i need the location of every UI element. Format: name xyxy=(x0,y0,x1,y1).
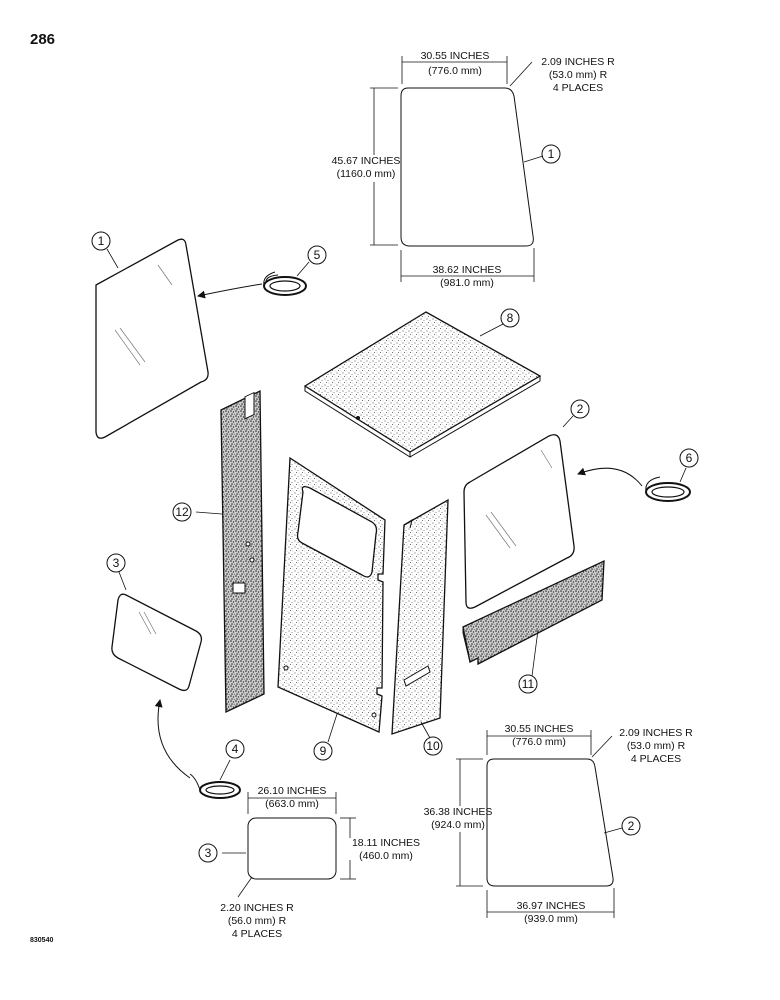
glass-2-radius-places: 4 PLACES xyxy=(631,753,681,765)
callout-1a: 1 xyxy=(98,234,105,248)
panel-12-body xyxy=(220,389,265,714)
callout-circle-3a xyxy=(106,553,126,573)
glass-1-radius-places: 4 PLACES xyxy=(553,82,603,94)
callout-circle-4 xyxy=(307,245,327,265)
callout-circle-11 xyxy=(518,674,538,694)
glass-1-outline xyxy=(400,87,534,247)
glass-3-width: 26.10 INCHES xyxy=(258,785,327,797)
callout-3b: 3 xyxy=(205,846,212,860)
glass-2-exploded: 2 6 xyxy=(463,399,699,609)
callout-circle-6 xyxy=(225,739,245,759)
callout-11: 11 xyxy=(522,677,535,691)
roof-panel xyxy=(303,311,542,453)
glass-1-top-width: 30.55 INCHES xyxy=(421,50,490,62)
glass-1-exploded: 1 5 xyxy=(91,231,327,439)
callout-2b: 2 xyxy=(628,819,635,833)
callout-circle-3b xyxy=(198,843,218,863)
seal-5-icon xyxy=(645,476,691,502)
glass-2-bottom-width: 36.97 INCHES xyxy=(517,900,586,912)
glass-1-height: 45.67 INCHES xyxy=(332,155,401,167)
glass-1-dimension-drawing: 30.55 INCHES (776.0 mm) 2.09 INCHES R (5… xyxy=(332,50,616,289)
callout-circle-2a xyxy=(570,399,590,419)
glass-3-pane xyxy=(111,593,203,692)
callout-circle-5 xyxy=(679,448,699,468)
callout-circle-1b xyxy=(541,144,561,164)
glass-3-width-mm: (663.0 mm) xyxy=(265,798,319,810)
callout-1b: 1 xyxy=(548,147,555,161)
figure-code: 830540 xyxy=(30,937,53,944)
roof-panel-8: 8 xyxy=(303,308,542,458)
glass-1-pane xyxy=(95,238,209,439)
panel-10-body xyxy=(391,498,449,735)
glass-2-radius-mm: (53.0 mm) R xyxy=(627,740,686,752)
callout-5: 6 xyxy=(686,451,693,465)
callout-12: 12 xyxy=(175,505,189,519)
callout-circle-2b xyxy=(621,816,641,836)
callout-circle-1a xyxy=(91,231,111,251)
glass-2-top-width: 30.55 INCHES xyxy=(505,723,574,735)
glass-1-height-mm: (1160.0 mm) xyxy=(337,168,396,180)
callout-circle-10 xyxy=(423,736,443,756)
seal-6-icon xyxy=(189,773,241,799)
callout-9: 9 xyxy=(320,744,327,758)
glass-1-bottom-width-mm: (981.0 mm) xyxy=(440,277,494,289)
glass-1-bottom-width: 38.62 INCHES xyxy=(433,264,502,276)
glass-2-dimension-drawing: 30.55 INCHES (776.0 mm) 2.09 INCHES R (5… xyxy=(424,723,694,925)
callout-3a: 3 xyxy=(113,556,120,570)
callout-circle-8 xyxy=(500,308,520,328)
callout-4: 5 xyxy=(314,248,321,262)
callout-2a: 2 xyxy=(577,402,584,416)
callout-circle-12 xyxy=(172,502,192,522)
glass-1-radius-mm: (53.0 mm) R xyxy=(549,69,608,81)
glass-2-outline xyxy=(486,758,614,887)
glass-3-outline xyxy=(247,817,337,880)
glass-3-radius-mm: (56.0 mm) R xyxy=(228,915,287,927)
panel-9: 9 xyxy=(277,456,386,761)
callout-circle-9 xyxy=(313,741,333,761)
glass-3-height-mm: (460.0 mm) xyxy=(359,850,413,862)
panel-12: 12 xyxy=(172,389,265,714)
glass-3-dimension-drawing: 26.10 INCHES (663.0 mm) 18.11 INCHES (46… xyxy=(198,785,420,940)
glass-3-height: 18.11 INCHES xyxy=(352,837,420,849)
page-number: 286 xyxy=(30,31,55,48)
glass-2-height-mm: (924.0 mm) xyxy=(431,819,485,831)
glass-2-height: 36.38 INCHES xyxy=(424,806,493,818)
glass-2-pane xyxy=(463,434,575,609)
glass-3-exploded: 3 4 xyxy=(106,553,245,799)
panel-10: 10 xyxy=(391,498,449,756)
install-arrow-5 xyxy=(577,467,643,487)
glass-2-radius: 2.09 INCHES R xyxy=(619,727,693,739)
callout-6: 4 xyxy=(232,742,239,756)
glass-1-top-width-mm: (776.0 mm) xyxy=(428,65,482,77)
glass-3-radius: 2.20 INCHES R xyxy=(220,902,294,914)
seal-4-icon xyxy=(263,271,307,296)
callout-10: 10 xyxy=(426,739,440,753)
glass-3-radius-places: 4 PLACES xyxy=(232,928,282,940)
panel-11: 11 xyxy=(462,559,605,694)
glass-2-bottom-width-mm: (939.0 mm) xyxy=(524,913,578,925)
install-arrow-4 xyxy=(197,283,263,299)
panel-9-window xyxy=(296,486,378,578)
install-arrow-6 xyxy=(154,699,191,779)
callout-8: 8 xyxy=(507,311,514,325)
glass-1-radius: 2.09 INCHES R xyxy=(541,56,615,68)
glass-2-top-width-mm: (776.0 mm) xyxy=(512,736,566,748)
